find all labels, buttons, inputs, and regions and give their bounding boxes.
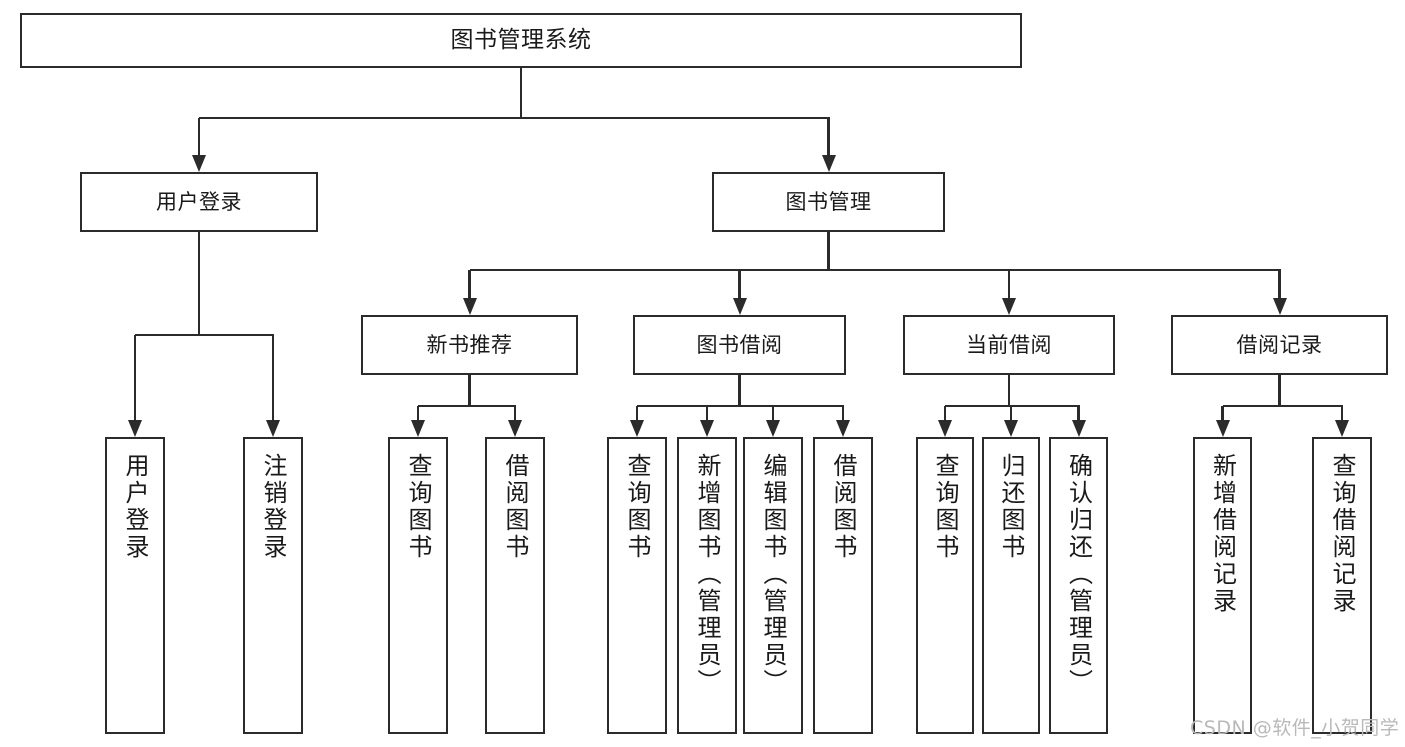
node-l4[interactable]: 借阅图书: [485, 437, 545, 734]
connector-bus-login: [135, 333, 275, 337]
arrow-head-icon: [821, 155, 836, 172]
node-label: 图书管理: [785, 189, 872, 214]
arrow-head-icon: [266, 420, 280, 437]
arrow-head-icon: [1004, 420, 1018, 437]
connector-bus-newbook: [418, 404, 517, 408]
node-borrow[interactable]: 图书借阅: [633, 315, 846, 375]
node-label: 用户登录: [156, 189, 242, 214]
connector-drop-l2: [271, 335, 275, 422]
node-label: 新书推荐: [426, 332, 513, 357]
connector-stem-root: [519, 68, 523, 118]
arrow-head-icon: [700, 420, 714, 437]
node-login[interactable]: 用户登录: [80, 172, 318, 232]
connector-drop-l11: [1077, 406, 1080, 422]
node-l3[interactable]: 查询图书: [388, 437, 448, 734]
arrow-head-icon: [766, 420, 780, 437]
node-l2[interactable]: 注销登录: [243, 437, 303, 734]
connector-stem-records: [1278, 375, 1281, 406]
csdn-watermark: CSDN @软件_小贺同学: [1190, 717, 1400, 739]
arrow-head-icon: [1002, 298, 1016, 315]
connector-stem-borrow: [738, 375, 741, 406]
arrow-head-icon: [1272, 298, 1287, 315]
arrow-head-icon: [1335, 420, 1349, 437]
node-label: 借阅图书: [501, 453, 529, 561]
arrow-head-icon: [938, 420, 952, 437]
node-label: 借阅图书: [829, 453, 857, 561]
node-label: 查询借阅记录: [1328, 453, 1356, 615]
arrow-head-icon: [192, 155, 206, 172]
node-newbook[interactable]: 新书推荐: [361, 315, 578, 375]
connector-drop-l1: [133, 335, 137, 422]
node-l5[interactable]: 查询图书: [607, 437, 667, 734]
connector-drop-l12: [1221, 406, 1224, 422]
connector-bus-records: [1222, 404, 1344, 408]
arrow-head-icon: [128, 420, 142, 437]
node-records[interactable]: 借阅记录: [1171, 315, 1388, 375]
node-label: 新增借阅记录: [1208, 453, 1237, 615]
connector-stem-login: [197, 232, 201, 335]
connector-drop-login: [197, 118, 201, 157]
arrow-head-icon: [411, 420, 425, 437]
node-label: 用户登录: [121, 453, 149, 561]
connector-bus-current: [945, 404, 1080, 408]
node-l10[interactable]: 归还图书: [982, 437, 1040, 734]
connector-drop-l7: [771, 406, 775, 422]
connector-drop-bookmgmt: [827, 118, 830, 157]
connector-drop-current: [1007, 270, 1011, 300]
connector-bus-root: [199, 116, 830, 120]
connector-bus-borrow: [637, 404, 845, 408]
node-l7[interactable]: 编辑图书（管理员）: [743, 437, 803, 734]
node-l13[interactable]: 查询借阅记录: [1312, 437, 1372, 734]
node-label: 注销登录: [259, 453, 287, 561]
arrow-head-icon: [732, 298, 747, 315]
node-l1[interactable]: 用户登录: [105, 437, 165, 734]
node-label: 确认归还（管理员）: [1064, 453, 1093, 696]
arrow-head-icon: [462, 298, 477, 315]
connector-drop-l13: [1340, 406, 1344, 422]
node-l6[interactable]: 新增图书（管理员）: [677, 437, 737, 734]
arrow-head-icon: [630, 420, 644, 437]
node-current[interactable]: 当前借阅: [903, 315, 1115, 375]
node-label: 图书借阅: [696, 332, 783, 357]
arrow-head-icon: [508, 420, 522, 437]
connector-drop-l8: [841, 406, 845, 422]
node-label: 查询图书: [623, 453, 651, 561]
node-l8[interactable]: 借阅图书: [813, 437, 873, 734]
connector-drop-borrow: [738, 270, 741, 300]
node-label: 查询图书: [404, 453, 432, 561]
node-label: 编辑图书（管理员）: [759, 453, 787, 696]
node-label: 查询图书: [931, 453, 959, 561]
connector-drop-newbook: [468, 270, 471, 300]
node-label: 借阅记录: [1236, 332, 1323, 357]
connector-drop-l3: [416, 406, 420, 422]
connector-drop-l9: [943, 406, 947, 422]
arrow-head-icon: [1071, 420, 1086, 437]
arrow-head-icon: [836, 420, 850, 437]
arrow-head-icon: [1215, 420, 1230, 437]
node-label: 归还图书: [997, 453, 1025, 561]
connector-drop-l10: [1009, 406, 1013, 422]
node-root[interactable]: 图书管理系统: [20, 13, 1022, 68]
node-label: 图书管理系统: [450, 27, 592, 54]
node-l12[interactable]: 新增借阅记录: [1193, 437, 1252, 734]
node-bookmgmt[interactable]: 图书管理: [712, 172, 945, 232]
connector-drop-l5: [635, 406, 639, 422]
connector-stem-current: [1007, 375, 1011, 406]
node-label: 当前借阅: [966, 332, 1052, 357]
node-label: 新增图书（管理员）: [693, 453, 721, 696]
connector-drop-l6: [705, 406, 709, 422]
connector-bus-bookmgmt: [469, 268, 1281, 272]
connector-stem-bookmgmt: [827, 232, 830, 270]
node-l9[interactable]: 查询图书: [916, 437, 974, 734]
connector-drop-records: [1278, 270, 1281, 300]
connector-stem-newbook: [468, 375, 471, 406]
connector-drop-l4: [513, 406, 517, 422]
node-l11[interactable]: 确认归还（管理员）: [1049, 437, 1108, 734]
